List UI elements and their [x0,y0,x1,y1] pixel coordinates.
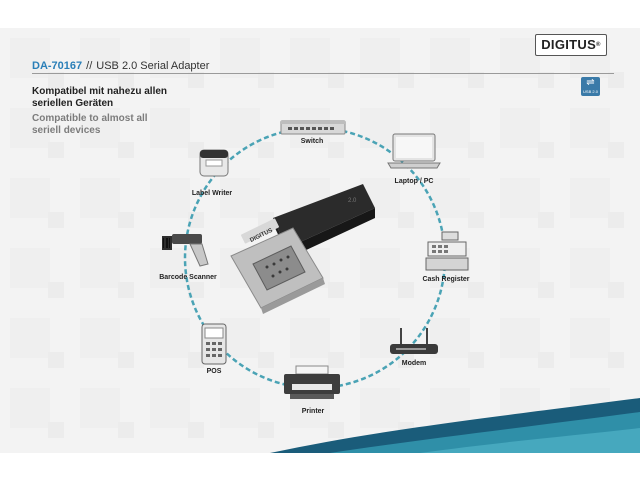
device-label-modem: Modem [401,360,427,367]
usb-version-text: USB 2.0 [583,89,598,94]
device-label-cash-register: Cash Register [422,276,470,283]
label-writer-icon [199,149,229,177]
pos-terminal-icon [201,323,227,365]
top-margin [0,0,640,28]
printer-icon [284,365,340,399]
switch-icon [280,120,346,135]
model-number: DA-70167 [32,60,83,72]
usb-version-badge: ⇌ USB 2.0 [581,77,600,96]
device-label-barcode-scanner: Barcode Scanner [159,274,217,281]
adapter-usb-mark: 2.0 [348,198,357,204]
device-label-printer: Printer [301,408,325,415]
usb-serial-adapter-image: 2.0 DIGITUS [230,184,375,314]
logo-text: DIGITUS [541,37,597,52]
barcode-scanner-icon [162,234,209,267]
description-english: Compatible to almost all seriell devices [32,113,148,136]
digitus-logo: DIGITUS® [535,34,607,56]
title-separator: // [86,60,93,72]
device-label-pos: POS [206,368,222,375]
title-divider [32,73,614,74]
device-label-laptop: Laptop / PC [394,178,434,185]
bottom-margin [0,453,640,480]
device-label-switch: Switch [300,138,324,145]
product-name: USB 2.0 Serial Adapter [96,60,210,72]
product-title-bar: DA-70167//USB 2.0 Serial Adapter [32,60,209,72]
usb-icon: ⇌ [586,77,595,88]
laptop-icon [387,133,441,169]
cash-register-icon [425,231,469,271]
device-label-label-writer: Label Writer [191,190,233,197]
description-german: Kompatibel mit nahezu allen seriellen Ge… [32,86,168,109]
modem-icon [390,328,438,354]
